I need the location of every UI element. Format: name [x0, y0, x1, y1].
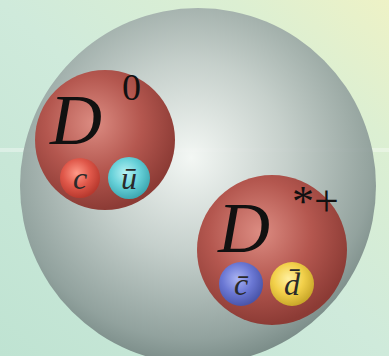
- quark-symbol: d̄: [284, 268, 300, 300]
- quark-symbol: c̄: [234, 268, 248, 300]
- bound-state-sphere: [20, 8, 376, 356]
- particle-charge: *+: [292, 177, 339, 226]
- quark-sphere: c: [60, 158, 100, 198]
- quark-sphere: c̄: [219, 262, 263, 306]
- label-holder: *+: [292, 180, 339, 224]
- label-holder: d̄: [270, 262, 314, 306]
- label-holder: 0: [122, 68, 141, 106]
- sphere: [219, 262, 263, 306]
- meson-sphere: D0 c ū: [35, 70, 175, 210]
- meson-sphere: D *+ c̄ d̄: [197, 175, 347, 325]
- sphere: [270, 262, 314, 306]
- label-holder: D: [50, 84, 102, 156]
- sphere: [60, 158, 100, 198]
- particle-symbol: D: [50, 80, 102, 160]
- quark-sphere: ū: [108, 157, 150, 199]
- label-holder: c: [60, 158, 100, 198]
- particle-symbol: D: [218, 188, 270, 268]
- sphere: [35, 70, 175, 210]
- quark-symbol: ū: [121, 162, 137, 194]
- particle-charge: 0: [122, 66, 141, 108]
- quark-sphere: d̄: [270, 262, 314, 306]
- quark-symbol: c: [73, 162, 87, 194]
- label-holder: ū: [108, 157, 150, 199]
- sphere: [108, 157, 150, 199]
- label-holder: c̄: [219, 262, 263, 306]
- label-holder: D: [218, 192, 270, 264]
- sphere: [197, 175, 347, 325]
